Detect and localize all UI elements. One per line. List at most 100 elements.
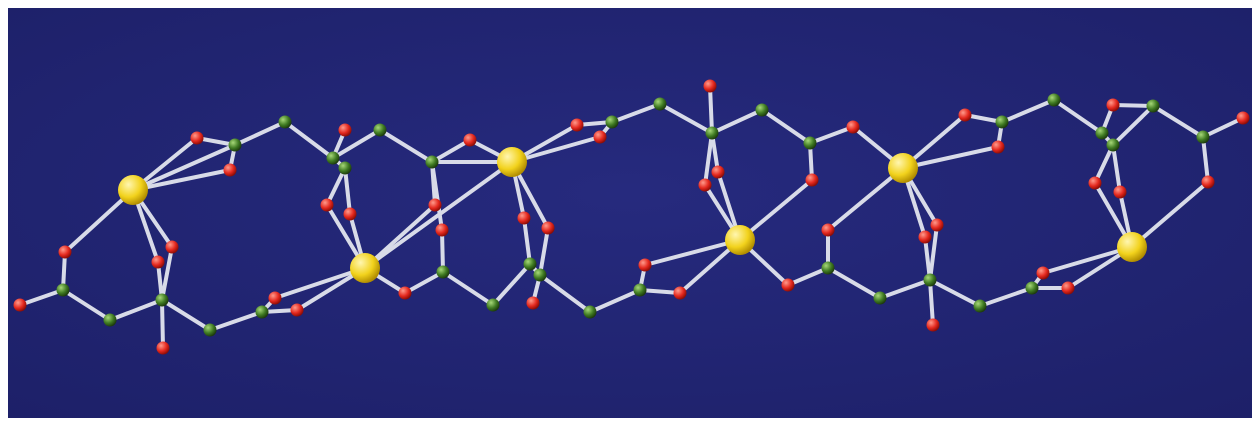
oxygen-atom [398,286,412,300]
carbon-atom [1196,130,1210,144]
bond [440,228,445,274]
carbon-atom [436,265,450,279]
carbon-atom [203,323,217,337]
oxygen-atom [918,230,932,244]
bond [430,138,472,164]
bond [826,166,905,232]
bond [1201,135,1210,184]
bond [1000,98,1056,124]
oxygen-atom [926,318,940,332]
carbon-atom [1047,93,1061,107]
oxygen-atom [1036,266,1050,280]
bond [61,288,112,322]
bond [786,266,830,287]
carbon-atom [705,126,719,140]
bond [760,108,812,145]
oxygen-atom [593,130,607,144]
carbon-atom [653,97,667,111]
bond [808,125,855,145]
bond [160,245,174,302]
metal-atom [350,253,380,283]
oxygen-atom [151,255,165,269]
background [8,8,1252,418]
bond [1130,180,1210,249]
metal-atom [888,153,918,183]
carbon-atom [103,313,117,327]
oxygen-atom [290,303,304,317]
oxygen-atom [338,123,352,137]
bond [588,288,642,314]
oxygen-atom [526,296,540,310]
bond [878,278,932,300]
carbon-atom [1106,138,1120,152]
carbon-atom [1095,126,1109,140]
oxygen-atom [58,245,72,259]
oxygen-atom [463,133,477,147]
bond [703,131,714,187]
oxygen-atom [268,291,282,305]
metal-atom [118,175,148,205]
bond [738,178,814,242]
carbon-atom [523,257,537,271]
oxygen-atom [223,163,237,177]
bond [1111,103,1155,108]
carbon-atom [923,273,937,287]
bond [658,102,714,135]
bond [708,84,714,135]
carbon-atom [56,283,70,297]
oxygen-atom [13,298,27,312]
molecular-structure-illustration [8,8,1252,418]
oxygen-atom [570,118,584,132]
carbon-atom [1146,99,1160,113]
bond [325,166,347,207]
oxygen-atom [711,165,725,179]
bond [901,145,1000,170]
carbon-atom [373,123,387,137]
bond [928,278,935,327]
carbon-atom [486,298,500,312]
carbon-atom [973,299,987,313]
bond [1111,143,1122,194]
carbon-atom [821,261,835,275]
oxygen-atom [190,131,204,145]
carbon-atom [873,291,887,305]
metal-atom [725,225,755,255]
oxygen-atom [958,108,972,122]
bond [273,266,367,300]
carbon-atom [228,138,242,152]
oxygen-atom [703,79,717,93]
bond [1111,104,1155,147]
bond [491,262,532,307]
bond [160,298,165,350]
carbon-atom [605,115,619,129]
oxygen-atom [673,286,687,300]
bond [363,160,514,270]
atom-layer [13,79,1250,355]
oxygen-atom [821,223,835,237]
oxygen-atom [343,207,357,221]
bond [1201,116,1245,139]
bond [403,270,445,295]
oxygen-atom [930,218,944,232]
metal-atom [497,147,527,177]
bond [1041,245,1134,275]
oxygen-atom [165,240,179,254]
bond [160,298,212,332]
bond [18,288,65,307]
metal-atom [1117,232,1147,262]
carbon-atom [633,283,647,297]
oxygen-atom [1201,175,1215,189]
oxygen-atom [846,120,860,134]
bond [510,135,602,164]
bond [343,166,352,216]
bond [131,143,237,192]
oxygen-atom [1061,281,1075,295]
oxygen-atom [517,211,531,225]
oxygen-atom [638,258,652,272]
bond [538,226,550,277]
bond [378,128,434,164]
bond [430,160,444,232]
carbon-atom [755,103,769,117]
bond [643,238,742,267]
